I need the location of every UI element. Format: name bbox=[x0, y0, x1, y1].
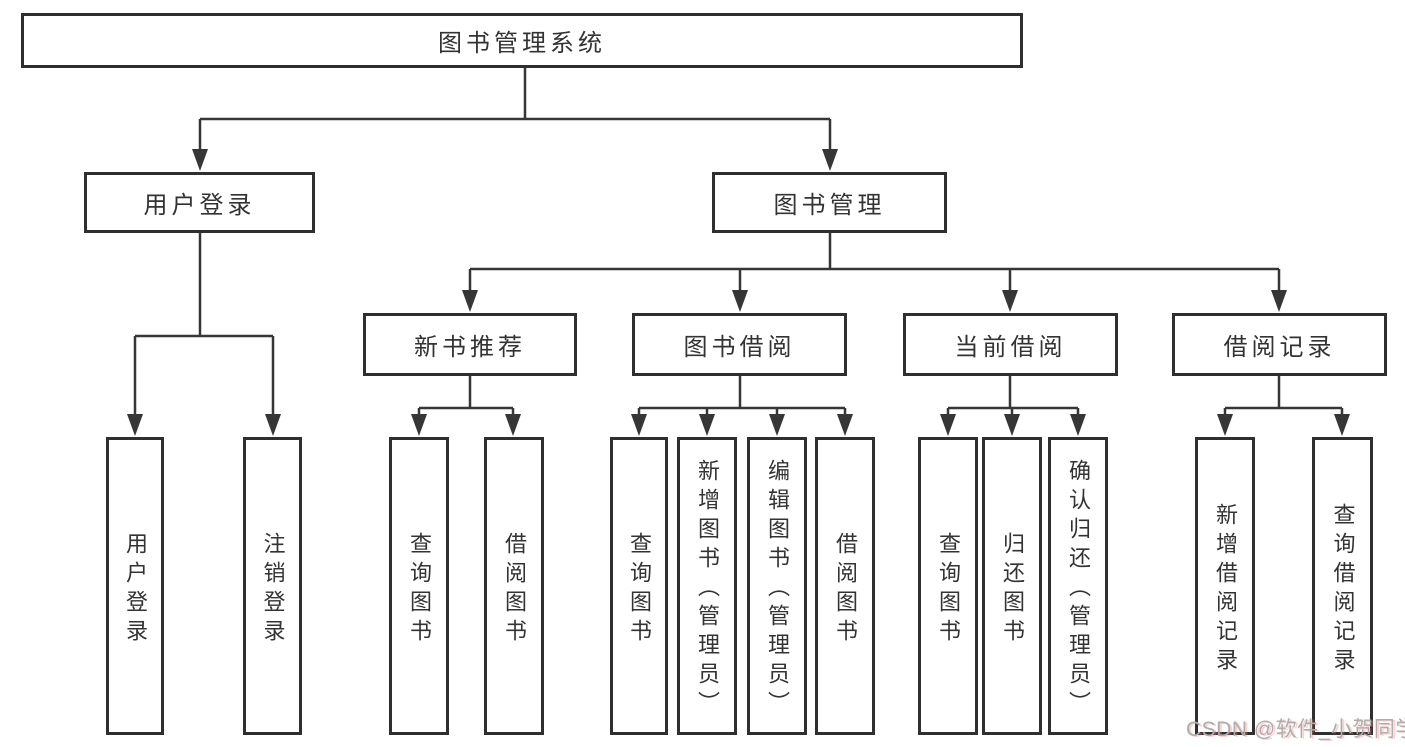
node-book-borrowing: 图书借阅 bbox=[632, 313, 847, 376]
node-new-book-recommendation-label: 新书推荐 bbox=[414, 334, 526, 361]
node-borrowing-records: 借阅记录 bbox=[1172, 313, 1387, 376]
node-borrowing-records-label: 借阅记录 bbox=[1223, 334, 1336, 361]
node-current-borrowing-label: 当前借阅 bbox=[954, 334, 1067, 361]
node-leaf-query-books-borrowing-label: 查询图书 bbox=[627, 531, 652, 648]
node-leaf-edit-books-admin-label: 编辑图书（管理员） bbox=[765, 459, 790, 720]
watermark-csdn: CSDN @软件_小贺同学 bbox=[1186, 718, 1405, 741]
node-leaf-return-books: 归还图书 bbox=[982, 437, 1042, 735]
node-leaf-user-login-label: 用户登录 bbox=[123, 531, 148, 648]
node-leaf-confirm-return-admin-label: 确认归还（管理员） bbox=[1066, 459, 1091, 720]
node-user-login: 用户登录 bbox=[84, 172, 315, 233]
arrowheads bbox=[127, 149, 1350, 436]
node-leaf-query-books-recommend: 查询图书 bbox=[389, 437, 449, 735]
node-leaf-return-books-label: 归还图书 bbox=[1000, 531, 1025, 648]
node-leaf-logout: 注销登录 bbox=[243, 437, 302, 735]
edge-book-borrowing-to-leaves bbox=[637, 376, 847, 416]
node-current-borrowing: 当前借阅 bbox=[903, 313, 1118, 376]
node-leaf-user-login: 用户登录 bbox=[106, 437, 164, 735]
node-leaf-borrow-books-recommend-label: 借阅图书 bbox=[502, 531, 527, 648]
edge-borrowing-records-to-leaves bbox=[1223, 376, 1344, 416]
edge-current-borrowing-to-leaves bbox=[946, 376, 1080, 416]
node-book-borrowing-label: 图书借阅 bbox=[683, 334, 796, 361]
node-leaf-query-books-borrowing: 查询图书 bbox=[610, 437, 668, 735]
edge-user-login-to-leaves bbox=[133, 233, 275, 416]
edge-book-management-to-level2 bbox=[468, 233, 1281, 292]
node-leaf-borrow-books: 借阅图书 bbox=[815, 437, 875, 735]
node-leaf-add-books-admin: 新增图书（管理员） bbox=[677, 437, 737, 735]
node-book-management-label: 图书管理 bbox=[773, 192, 886, 219]
node-leaf-edit-books-admin: 编辑图书（管理员） bbox=[747, 437, 807, 735]
node-leaf-logout-label: 注销登录 bbox=[260, 531, 286, 648]
node-book-management: 图书管理 bbox=[712, 172, 947, 233]
node-leaf-query-borrow-record: 查询借阅记录 bbox=[1312, 437, 1373, 735]
node-leaf-query-books-recommend-label: 查询图书 bbox=[407, 531, 432, 648]
node-leaf-query-books-current-label: 查询图书 bbox=[936, 531, 961, 648]
node-leaf-query-borrow-record-label: 查询借阅记录 bbox=[1330, 502, 1356, 677]
node-leaf-add-borrow-record: 新增借阅记录 bbox=[1195, 437, 1255, 735]
node-library-management-system: 图书管理系统 bbox=[21, 13, 1023, 68]
node-library-management-system-label: 图书管理系统 bbox=[438, 30, 606, 57]
node-new-book-recommendation: 新书推荐 bbox=[363, 313, 577, 376]
node-leaf-borrow-books-label: 借阅图书 bbox=[833, 531, 858, 648]
node-leaf-confirm-return-admin: 确认归还（管理员） bbox=[1048, 437, 1108, 735]
edge-root-to-level1 bbox=[198, 68, 832, 152]
node-leaf-add-borrow-record-label: 新增借阅记录 bbox=[1213, 502, 1238, 677]
node-leaf-query-books-current: 查询图书 bbox=[918, 437, 978, 735]
node-user-login-label: 用户登录 bbox=[143, 192, 256, 219]
node-leaf-borrow-books-recommend: 借阅图书 bbox=[484, 437, 544, 735]
edge-new-book-recommendation-to-leaves bbox=[417, 376, 515, 416]
node-leaf-add-books-admin-label: 新增图书（管理员） bbox=[695, 459, 720, 720]
